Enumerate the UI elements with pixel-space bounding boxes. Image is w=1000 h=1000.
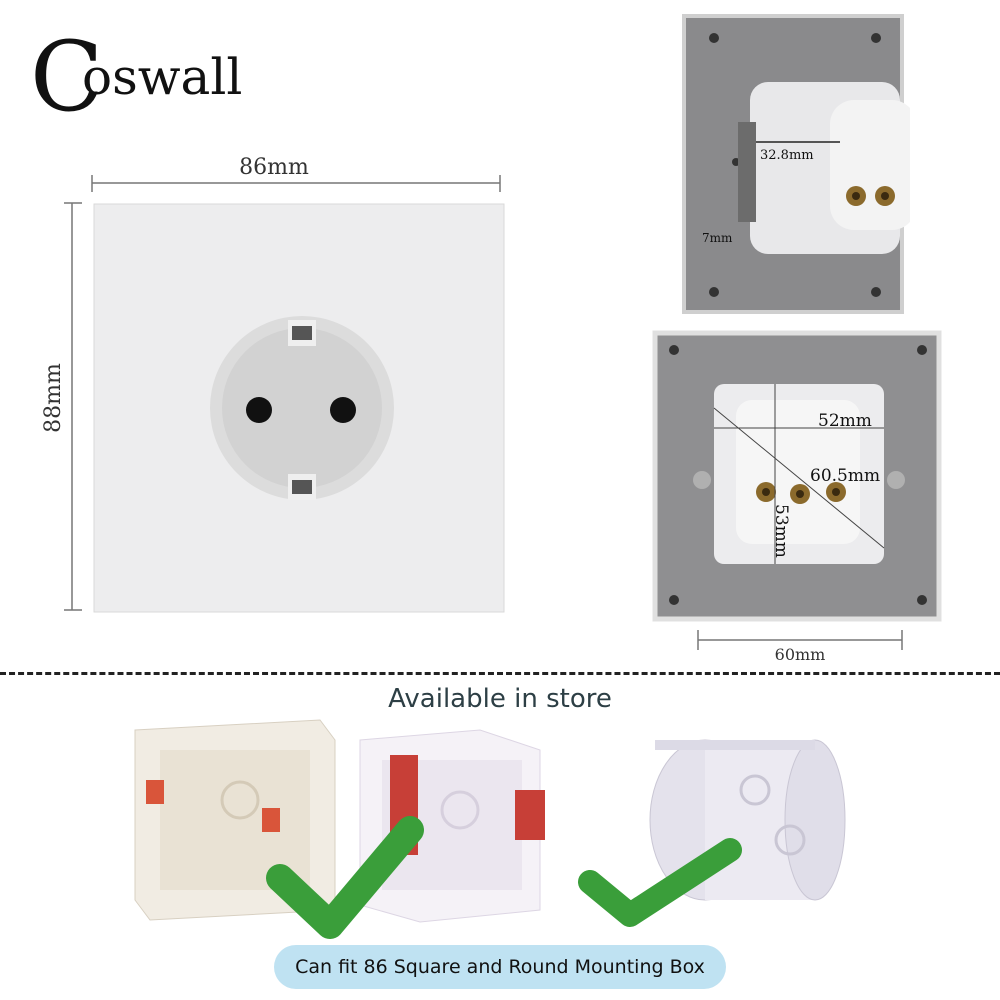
logo-letter: C <box>30 22 103 132</box>
side-socket-view: 32.8mm 7mm <box>682 14 910 314</box>
back-height-inner-label: 53mm <box>771 504 791 558</box>
back-diagonal-label: 60.5mm <box>810 466 880 486</box>
side-depth-label-a: 32.8mm <box>760 148 814 163</box>
socket-hole-left <box>246 397 272 423</box>
front-socket-view: 86mm 88mm <box>41 155 505 613</box>
section-divider <box>0 672 1000 675</box>
front-plate <box>93 203 505 613</box>
square-mounting-box-white <box>359 729 545 923</box>
front-height-label: 88mm <box>41 363 66 433</box>
front-width-label: 86mm <box>239 155 309 180</box>
check-icon <box>578 838 742 927</box>
store-headline: Available in store <box>388 684 612 714</box>
mounting-caption: Can fit 86 Square and Round Mounting Box <box>274 945 726 989</box>
mounting-boxes <box>134 719 846 939</box>
back-width-outer-label: 60mm <box>775 645 826 664</box>
side-depth-label-b: 7mm <box>702 231 733 245</box>
back-socket-view: 52mm 60.5mm 53mm 60mm <box>652 330 942 664</box>
brand-logo: C oswall <box>30 21 290 133</box>
socket-hole-right <box>330 397 356 423</box>
check-icon <box>266 816 424 939</box>
back-width-inner-label: 52mm <box>818 411 872 431</box>
logo-word: oswall <box>82 48 242 106</box>
